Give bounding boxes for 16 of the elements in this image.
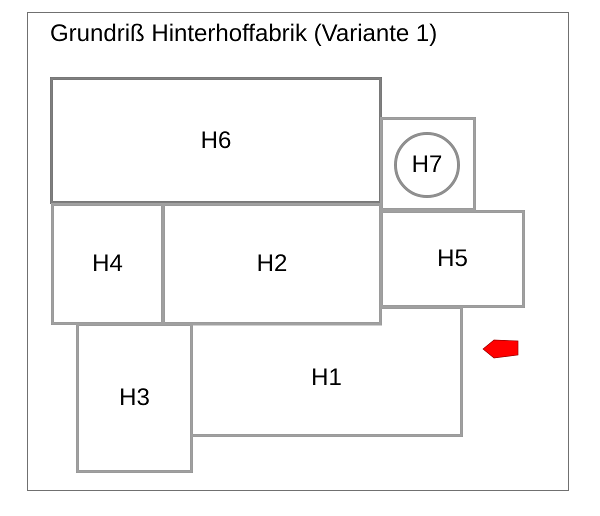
room-circle [394,132,460,198]
room-label: H7 [412,151,442,179]
room-label: H4 [92,250,123,278]
room-box [50,77,382,204]
room-box [76,323,193,473]
room-label: H5 [437,245,468,273]
room-box [51,203,164,325]
diagram-title: Grundriß Hinterhoffabrik (Variante 1) [50,20,438,48]
room-box [380,117,476,211]
room-box [162,203,382,325]
room-label: H3 [119,384,150,412]
room-box [190,306,463,437]
room-label: H6 [200,126,232,154]
room-label: H1 [311,364,342,392]
room-box [380,210,525,308]
room-label: H2 [256,250,288,278]
